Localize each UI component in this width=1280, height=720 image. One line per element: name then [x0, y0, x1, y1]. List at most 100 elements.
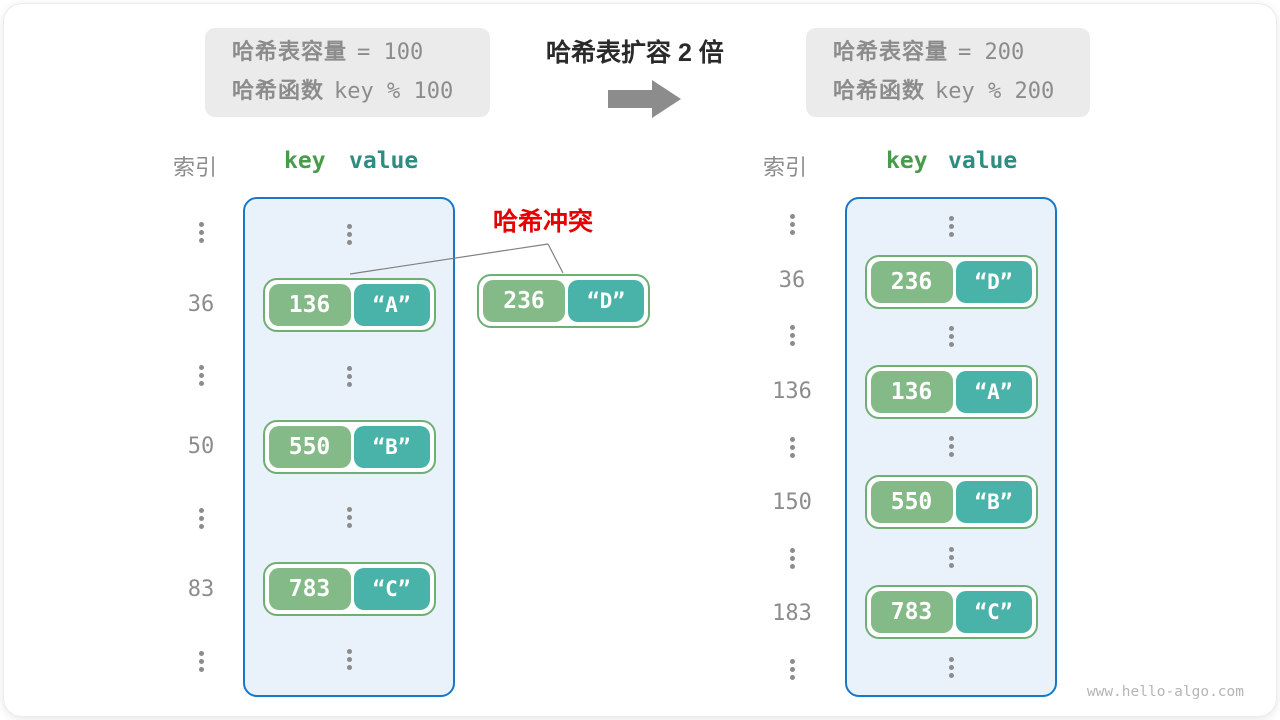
hash-function-value: key % 200: [935, 79, 1055, 104]
kv-pair: 136“A”: [864, 364, 1038, 419]
bucket-container: 136“A” 550“B” 783“C”: [243, 197, 455, 697]
index-label: 136: [769, 364, 815, 420]
capacity-line: 哈希表容量 = 100: [232, 35, 490, 71]
bucket-gap: [847, 640, 1055, 695]
watermark: www.hello-algo.com: [1086, 684, 1244, 700]
vertical-ellipsis-icon: [789, 325, 795, 347]
index-label: 50: [178, 411, 224, 482]
vertical-ellipsis-icon: [198, 222, 204, 244]
kv-pair: 236“D”: [864, 254, 1038, 309]
vertical-ellipsis-icon: [789, 436, 795, 458]
vertical-ellipsis-icon: [948, 216, 954, 238]
index-label: 150: [769, 475, 815, 531]
bucket-slot: 783“C”: [245, 553, 453, 624]
vertical-ellipsis-icon: [789, 214, 795, 236]
right-arrow-icon: [608, 80, 681, 118]
key-header-left: key: [284, 148, 326, 174]
index-value: 136: [772, 378, 812, 404]
index-header-right: 索引: [763, 155, 808, 180]
capacity-value: = 100: [357, 40, 424, 65]
key-header-right: key: [886, 148, 928, 174]
pair-value: “B”: [955, 481, 1032, 524]
kv-pair: 136“A”: [262, 278, 436, 333]
bucket-gap: [847, 199, 1055, 254]
vertical-ellipsis-icon: [948, 546, 954, 568]
capacity-value: = 200: [958, 40, 1025, 65]
pair-value: “A”: [353, 284, 430, 327]
capacity-box-before: 哈希表容量 = 100 哈希函数 key % 100: [205, 28, 490, 117]
expand-title: 哈希表扩容 2 倍: [546, 39, 724, 67]
pair-key: 783: [268, 567, 351, 610]
vertical-ellipsis-icon: [948, 436, 954, 458]
vertical-ellipsis-icon: [346, 507, 352, 529]
figure-canvas: [4, 4, 1276, 716]
kv-pair: 783“C”: [262, 561, 436, 616]
capacity-line: 哈希表容量 = 200: [833, 35, 1090, 71]
index-label: 183: [769, 586, 815, 642]
index-header-left: 索引: [173, 155, 218, 180]
vertical-ellipsis-icon: [346, 649, 352, 671]
bucket-slot: 236“D”: [847, 254, 1055, 309]
pair-value: “D”: [955, 260, 1032, 303]
arrow-shaft: [608, 90, 652, 108]
pair-value: “D”: [568, 280, 644, 322]
index-gap: [769, 419, 815, 475]
bucket-gap: [847, 419, 1055, 474]
index-label: 36: [769, 253, 815, 309]
bucket-gap: [847, 309, 1055, 364]
bucket-slot: 550“B”: [847, 475, 1055, 530]
kv-pair: 783“C”: [864, 585, 1038, 640]
index-value: 183: [772, 601, 812, 627]
index-label: 36: [178, 268, 224, 339]
index-label: 83: [178, 554, 224, 625]
bucket-gap: [847, 530, 1055, 585]
index-column: 36 136 150 183: [769, 197, 815, 697]
bucket-slot: 136“A”: [847, 364, 1055, 419]
bucket-gap: [245, 199, 453, 270]
value-header-left: value: [349, 148, 419, 174]
hash-table-before: 36 50 83 136“A” 550“B” 783“C”: [178, 197, 456, 697]
capacity-label: 哈希表容量: [833, 39, 949, 64]
pair-value: “A”: [955, 370, 1032, 413]
bucket-container: 236“D” 136“A” 550“B” 783“C”: [845, 197, 1057, 697]
bucket-gap: [245, 624, 453, 695]
arrow-head: [652, 80, 681, 118]
vertical-ellipsis-icon: [789, 658, 795, 680]
hash-function-label: 哈希函数: [833, 78, 926, 103]
index-value: 36: [778, 267, 806, 293]
vertical-ellipsis-icon: [346, 365, 352, 387]
index-gap: [178, 197, 224, 268]
pair-key: 783: [870, 591, 953, 634]
pair-key: 136: [870, 370, 953, 413]
vertical-ellipsis-icon: [948, 326, 954, 348]
collision-label: 哈希冲突: [493, 208, 594, 236]
pair-key: 236: [483, 280, 565, 322]
pair-key: 550: [870, 481, 953, 524]
capacity-box-after: 哈希表容量 = 200 哈希函数 key % 200: [806, 28, 1090, 117]
index-column: 36 50 83: [178, 197, 224, 697]
bucket-slot: 550“B”: [245, 412, 453, 483]
kv-pair: 550“B”: [864, 475, 1038, 530]
hash-function-line: 哈希函数 key % 200: [833, 74, 1090, 110]
bucket-slot: 136“A”: [245, 270, 453, 341]
colliding-pair: 236 “D”: [477, 274, 650, 328]
pair-value: “C”: [955, 591, 1032, 634]
index-gap: [178, 483, 224, 554]
kv-pair: 550“B”: [262, 420, 436, 474]
vertical-ellipsis-icon: [948, 656, 954, 678]
vertical-ellipsis-icon: [789, 547, 795, 569]
bucket-slot: 783“C”: [847, 585, 1055, 640]
index-value: 36: [187, 291, 215, 317]
capacity-label: 哈希表容量: [232, 39, 348, 64]
pair-value: “B”: [353, 426, 430, 468]
index-gap: [178, 626, 224, 697]
pair-value: “C”: [353, 567, 430, 610]
index-gap: [769, 197, 815, 253]
hash-function-label: 哈希函数: [232, 78, 325, 103]
index-value: 83: [187, 577, 215, 603]
hash-function-line: 哈希函数 key % 100: [232, 74, 490, 110]
vertical-ellipsis-icon: [198, 365, 204, 387]
index-value: 50: [187, 434, 215, 460]
hash-function-value: key % 100: [334, 79, 454, 104]
